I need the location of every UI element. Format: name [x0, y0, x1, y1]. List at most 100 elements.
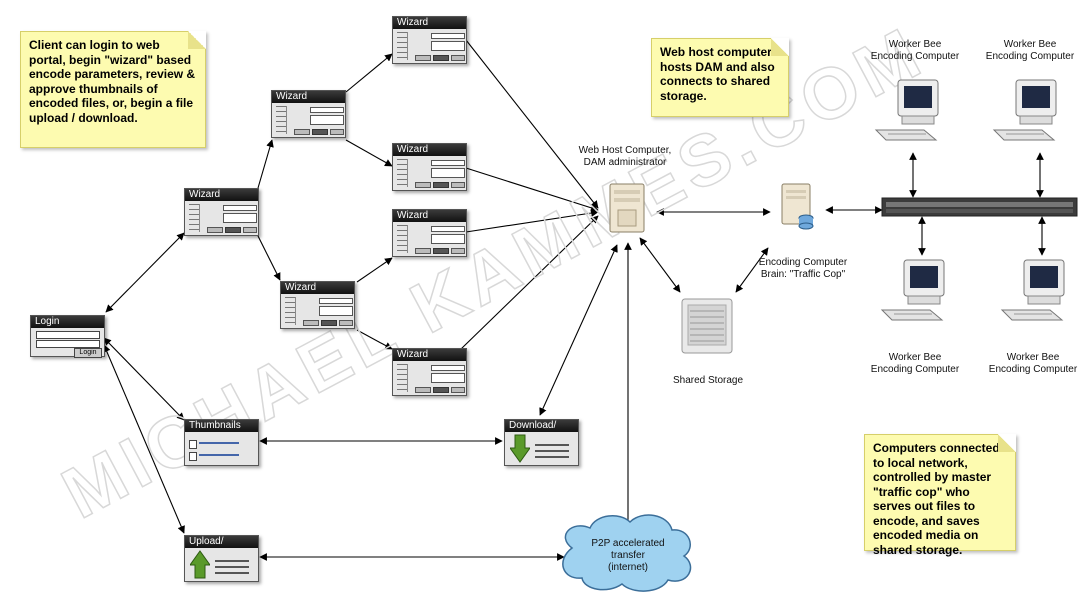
worker-label: Worker Bee Encoding Computer [988, 352, 1078, 375]
wizard-steps [276, 106, 287, 134]
wizard-window[interactable]: Wizard [392, 16, 467, 64]
wizard-cancel-button[interactable] [339, 320, 353, 326]
wizard-steps [397, 32, 408, 60]
p2p-label: P2P accelerated transfer (internet) [591, 538, 665, 573]
login-button[interactable]: Login [74, 348, 102, 358]
wizard-field[interactable] [319, 306, 353, 316]
wizard-field[interactable] [431, 33, 465, 39]
wizard-window[interactable]: Wizard [392, 209, 467, 257]
wizard-next-button[interactable] [433, 182, 449, 188]
wizard-field[interactable] [431, 41, 465, 51]
worker-label: Worker Bee Encoding Computer [870, 352, 960, 375]
webhost-label: Web Host Computer, DAM administrator [578, 145, 672, 168]
wizard-back-button[interactable] [303, 320, 319, 326]
wizard-next-button[interactable] [312, 129, 328, 135]
wizard-next-button[interactable] [433, 55, 449, 61]
edge-wizard-webhost-1 [465, 39, 599, 209]
wizard-window[interactable]: Wizard [271, 90, 346, 138]
network-switch-icon [881, 197, 1078, 217]
wizard-next-button[interactable] [433, 387, 449, 393]
edge-wizard-webhost-2 [465, 167, 599, 212]
edge-webhost-download [539, 244, 618, 416]
worker-computer-icon [1000, 259, 1065, 321]
wizard-back-button[interactable] [207, 227, 223, 233]
upload-lines [215, 560, 249, 562]
wizard-cancel-button[interactable] [243, 227, 257, 233]
worker-computer-icon [880, 259, 945, 321]
edge-wizard-tree-2 [257, 235, 281, 281]
edge-wizard-webhost-3 [465, 209, 599, 233]
wizard-next-button[interactable] [225, 227, 241, 233]
wizard-cancel-button[interactable] [330, 129, 344, 135]
edge-wizard-tree-1 [257, 139, 274, 189]
wizard-next-button[interactable] [321, 320, 337, 326]
wizard-field[interactable] [431, 168, 465, 178]
webhost-note: Web host computer hosts DAM and also con… [651, 38, 789, 117]
wizard-window-title: Wizard [393, 349, 466, 361]
edge-wizard-tree-5 [356, 257, 393, 283]
edge-wizard-tree-3 [345, 53, 393, 93]
username-field[interactable] [36, 331, 100, 339]
wizard-back-button[interactable] [415, 182, 431, 188]
wizard-field[interactable] [310, 115, 344, 125]
wizard-window-title: Wizard [393, 210, 466, 222]
edge-wizard-webhost-4 [460, 215, 599, 350]
wizard-steps [397, 364, 408, 392]
wizard-steps [397, 159, 408, 187]
wizard-cancel-button[interactable] [451, 55, 465, 61]
wizard-field[interactable] [431, 226, 465, 232]
wizard-cancel-button[interactable] [451, 248, 465, 254]
thumbnail-image-1 [189, 440, 197, 449]
wizard-window[interactable]: Wizard [392, 348, 467, 396]
download-window[interactable]: Download/ [504, 419, 579, 466]
shared-storage-icon [681, 298, 733, 354]
wizard-field[interactable] [223, 205, 257, 211]
wizard-field[interactable] [431, 234, 465, 244]
wizard-window[interactable]: Wizard [184, 188, 259, 236]
thumbnail-image-2 [189, 452, 197, 461]
download-window-title: Download/ [505, 420, 578, 432]
thumbnails-window[interactable]: Thumbnails [184, 419, 259, 466]
wizard-steps [397, 225, 408, 253]
wizard-window[interactable]: Wizard [392, 143, 467, 191]
wizard-back-button[interactable] [415, 248, 431, 254]
login-window-title: Login [31, 316, 104, 328]
wizard-field[interactable] [319, 298, 353, 304]
wizard-steps [189, 204, 200, 232]
edge-encoding-storage [735, 247, 769, 293]
wizard-cancel-button[interactable] [451, 387, 465, 393]
wizard-window-title: Wizard [393, 144, 466, 156]
wizard-field[interactable] [431, 365, 465, 371]
wizard-field[interactable] [223, 213, 257, 223]
up-arrow-icon [190, 550, 210, 579]
wizard-steps [285, 297, 296, 325]
worker-computer-icon [874, 79, 939, 141]
login-window[interactable]: Login Login [30, 315, 105, 358]
download-lines [535, 444, 569, 446]
wizard-window-title: Wizard [281, 282, 354, 294]
cloud-icon [562, 514, 692, 592]
edge-wizard-tree-6 [356, 329, 393, 350]
wizard-window[interactable]: Wizard [280, 281, 355, 329]
wizard-field[interactable] [431, 373, 465, 383]
wizard-field[interactable] [310, 107, 344, 113]
client-note: Client can login to web portal, begin "w… [20, 31, 206, 148]
down-arrow-icon [510, 434, 530, 463]
encoding-label: Encoding Computer Brain: "Traffic Cop" [758, 257, 848, 280]
wizard-window-title: Wizard [185, 189, 258, 201]
wizard-back-button[interactable] [294, 129, 310, 135]
wizard-window-title: Wizard [272, 91, 345, 103]
wizard-window-title: Wizard [393, 17, 466, 29]
worker-label: Worker Bee Encoding Computer [985, 39, 1075, 62]
upload-window[interactable]: Upload/ [184, 535, 259, 582]
worker-label: Worker Bee Encoding Computer [870, 39, 960, 62]
network-note-text: Computers connected to local network, co… [873, 441, 1000, 557]
wizard-back-button[interactable] [415, 55, 431, 61]
thumbnail-lines [199, 442, 239, 444]
wizard-field[interactable] [431, 160, 465, 166]
encoding-server-icon [781, 183, 814, 230]
wizard-next-button[interactable] [433, 248, 449, 254]
wizard-cancel-button[interactable] [451, 182, 465, 188]
password-field[interactable] [36, 340, 100, 348]
wizard-back-button[interactable] [415, 387, 431, 393]
